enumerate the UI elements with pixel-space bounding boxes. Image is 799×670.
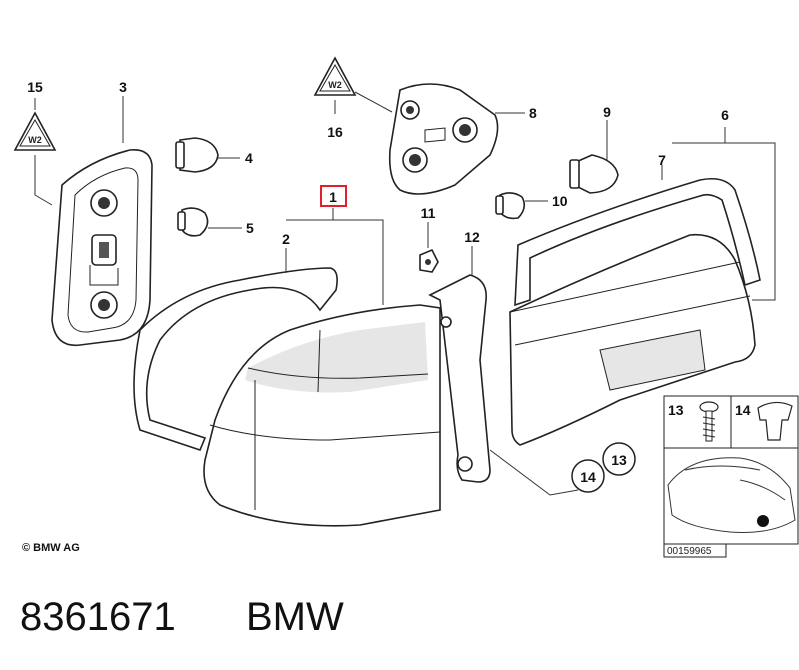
callout-11: 11: [421, 205, 436, 221]
callout-2: 2: [282, 231, 290, 247]
callout-14: 14: [580, 469, 596, 485]
gasket-7: [514, 177, 761, 307]
callout-7: 7: [658, 152, 666, 168]
callout-1: 1: [329, 189, 337, 205]
callout-13: 13: [611, 452, 627, 468]
callout-3: 3: [119, 79, 127, 95]
bulb-4: [175, 137, 219, 173]
bulb-5: [177, 207, 209, 237]
callout-12: 12: [464, 229, 480, 245]
inset-callout-14: 14: [735, 402, 751, 418]
callout-15: 15: [27, 79, 43, 95]
copyright-text: © BMW AG: [22, 542, 80, 554]
svg-text:W2: W2: [328, 80, 342, 90]
location-marker: [757, 515, 769, 527]
callout-16: 16: [327, 124, 343, 140]
bracket-12: [428, 274, 491, 483]
svg-text:W2: W2: [28, 135, 42, 145]
warning-triangle-icon: W2: [13, 111, 57, 151]
tail-light-6: [509, 233, 756, 446]
callout-9: 9: [603, 104, 611, 120]
car-icon: [667, 457, 796, 533]
inset-panel: 13 14 00159965: [663, 395, 799, 558]
nut-11: [419, 248, 439, 273]
clip-icon: [757, 401, 793, 441]
inset-callout-13: 13: [668, 402, 684, 418]
gasket-2: [133, 267, 338, 451]
screw-icon: [699, 401, 719, 442]
bulb-9: [569, 154, 619, 194]
callout-6: 6: [721, 107, 729, 123]
brand-name: BMW: [246, 595, 344, 639]
inset-code: 00159965: [667, 546, 712, 557]
highlight-box: [320, 185, 347, 207]
bulb-carrier-center: [388, 83, 499, 195]
callout-4: 4: [245, 150, 253, 166]
bulb-carrier-left: [51, 148, 153, 347]
callout-8: 8: [529, 105, 537, 121]
callout-10: 10: [552, 193, 568, 209]
callout-5: 5: [246, 220, 254, 236]
warning-triangle-icon-16: W2: [313, 56, 357, 96]
part-number: 8361671: [20, 595, 176, 639]
bulb-10: [495, 192, 526, 220]
tail-light-1: [203, 304, 441, 527]
